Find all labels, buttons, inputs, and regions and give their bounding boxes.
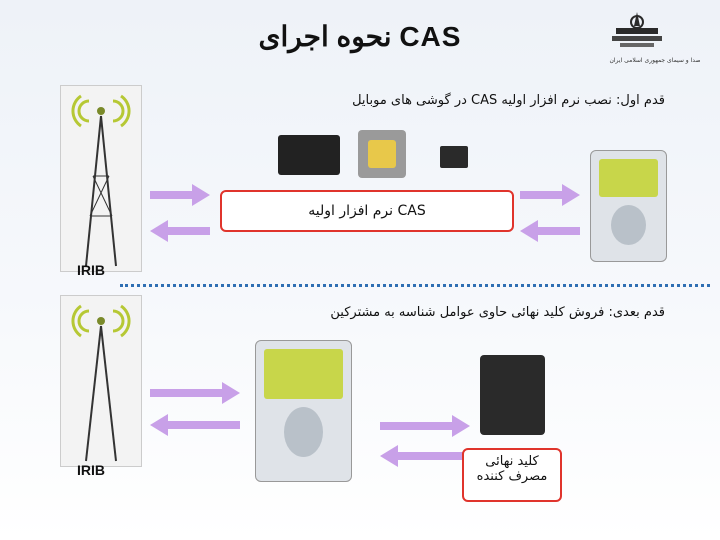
step-one-text: قدم اول: نصب نرم افزار اولیه CAS در گوشی…	[250, 93, 665, 108]
arrow-right-top	[150, 184, 210, 206]
arrow-left-top	[150, 220, 210, 242]
memory-card-bottom	[480, 355, 545, 435]
arrow-right-top2	[520, 184, 580, 206]
logo-subtitle: صدا و سیمای جمهوری اسلامی ایران	[595, 57, 715, 64]
tower-image	[60, 85, 142, 272]
arrow-left-bottom2	[380, 445, 470, 467]
software-box: نرم افزار اولیه CAS	[220, 190, 514, 232]
software-box-label: نرم افزار اولیه CAS	[308, 203, 426, 219]
chip-image	[278, 135, 340, 175]
arrow-right-bottom2	[380, 415, 470, 437]
arrow-left-top2	[520, 220, 580, 242]
irib-label-top: IRIB	[77, 262, 105, 278]
phone-image-top	[590, 150, 667, 262]
page-title: نحوه اجرای CAS	[230, 20, 490, 53]
final-key-box: کلید نهائی مصرف کننده	[462, 448, 562, 502]
tower-image-bottom	[60, 295, 142, 467]
section-divider	[120, 284, 710, 287]
arrow-right-bottom	[150, 382, 240, 404]
step-two-text: قدم بعدی: فروش کلید نهائی حاوی عوامل شنا…	[240, 305, 665, 320]
irib-label-bottom: IRIB	[77, 462, 105, 478]
memory-card-image	[440, 146, 468, 168]
brand-logo	[602, 8, 672, 53]
final-key-line1: کلید نهائی	[464, 454, 560, 469]
sim-card-image	[358, 130, 406, 178]
arrow-left-bottom	[150, 414, 240, 436]
phone-image-bottom	[255, 340, 352, 482]
final-key-line2: مصرف کننده	[464, 469, 560, 484]
